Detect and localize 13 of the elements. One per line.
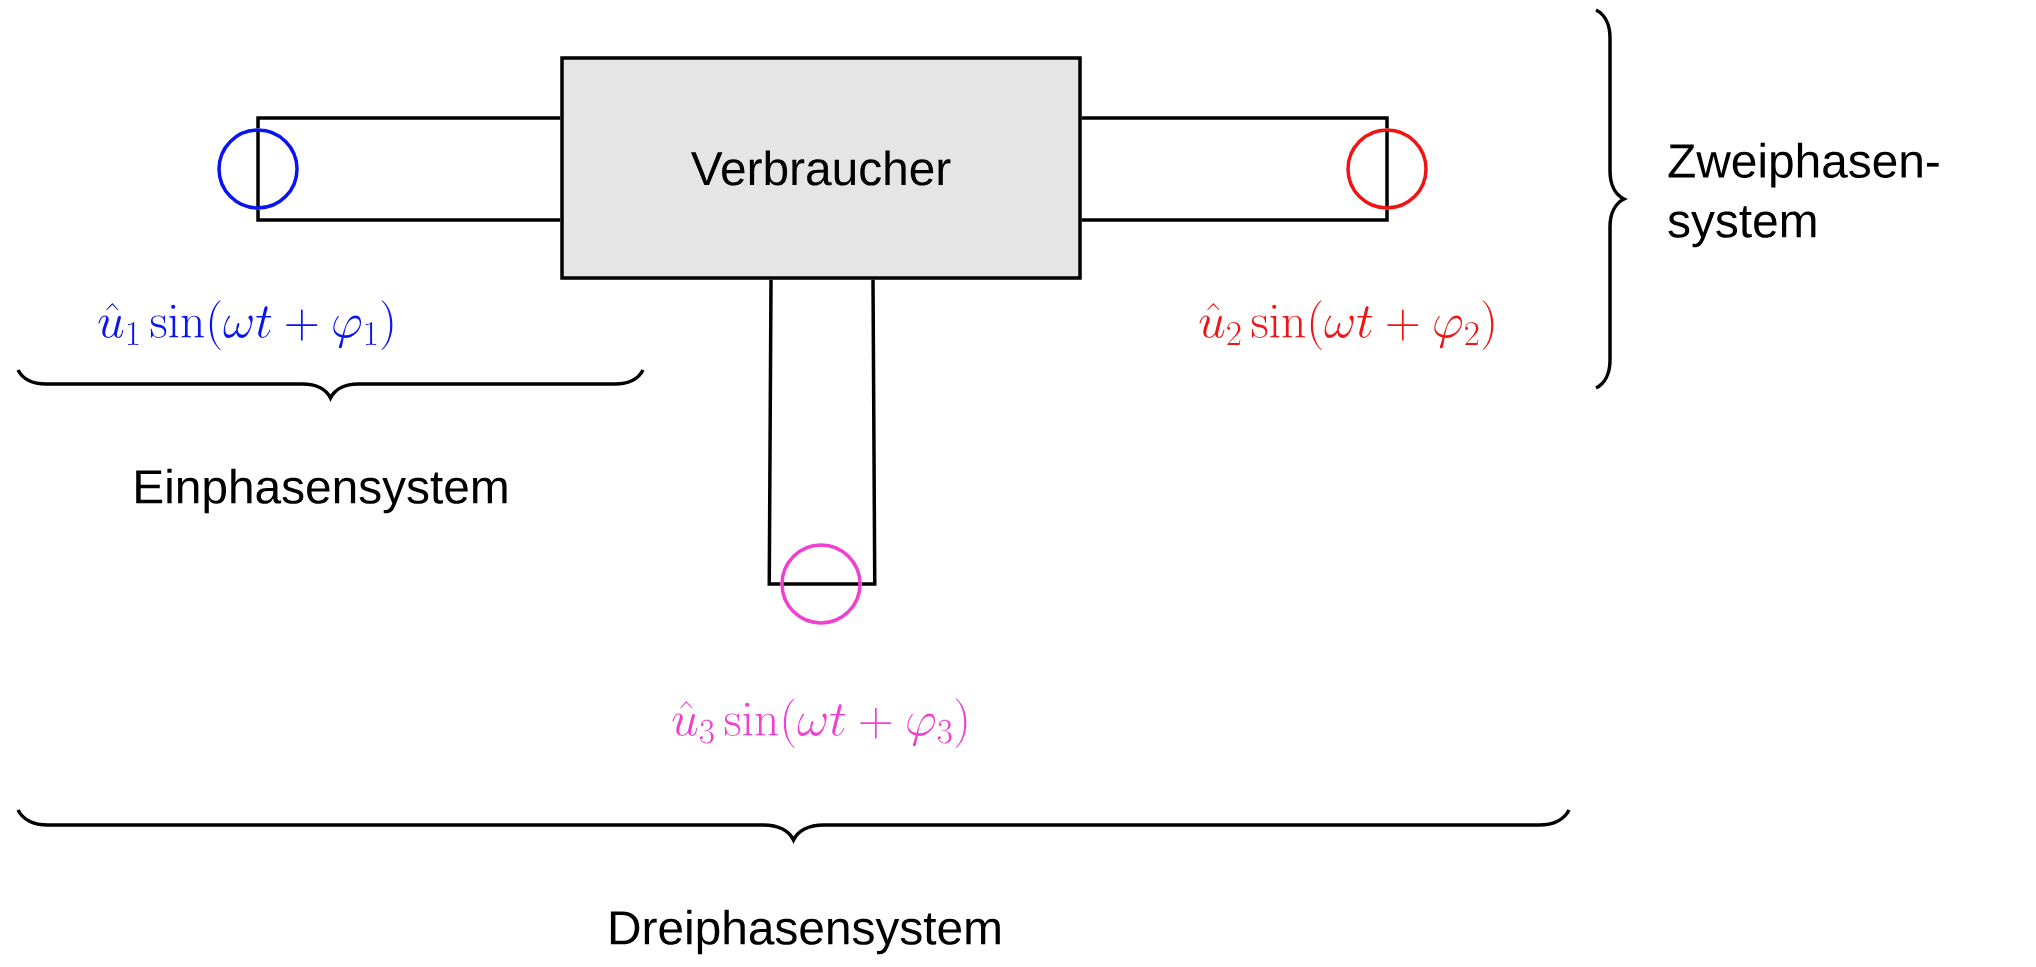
voltage-formula: $\hat{u}_1 \sin(\omega t + \varphi_1)$	[98, 300, 393, 350]
wire	[767, 278, 877, 586]
brace-label: Zweiphasen- system	[1668, 142, 1939, 248]
voltage-formula: $\hat{u}_2 \sin(\omega t + \varphi_2)$	[1199, 300, 1494, 350]
wire	[1080, 116, 1389, 222]
brace-label: Dreiphasensystem	[610, 909, 1000, 955]
source-circle	[780, 543, 862, 625]
source-circle	[1346, 128, 1428, 210]
voltage-formula: $\hat{u}_3 \sin(\omega t + \varphi_3)$	[672, 698, 967, 748]
load-box: Verbraucher	[560, 56, 1082, 280]
wire	[256, 116, 562, 222]
brace-label: Einphasensystem	[136, 468, 507, 514]
source-circle	[217, 128, 299, 210]
